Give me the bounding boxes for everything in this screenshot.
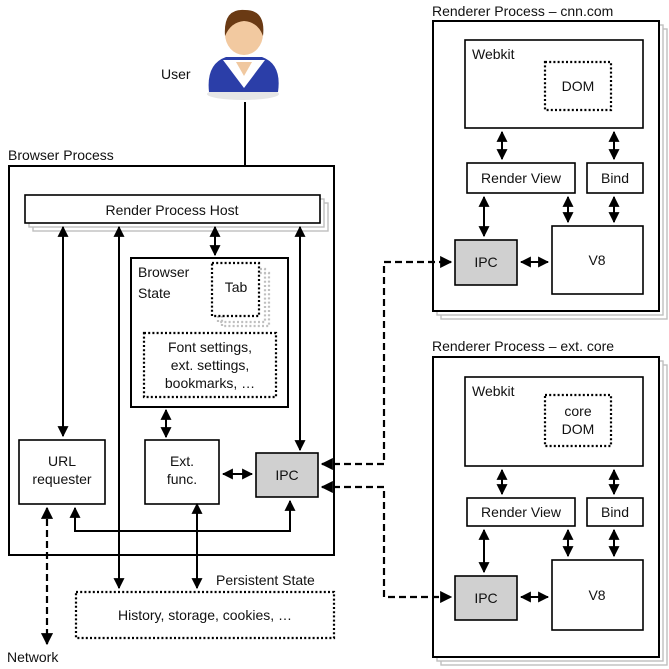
renderer-cnn-dom-box [543,60,613,112]
settings-line-2: ext. settings, [171,357,250,373]
renderer-ext-v8-box [551,559,644,631]
render-process-host-label: Render Process Host [105,202,238,218]
renderer-ext-dom-box [543,393,613,448]
ext-func-box [144,439,220,505]
renderer-ext-v8-label: V8 [588,587,605,603]
tab-box [210,261,261,318]
browser-ipc-label: IPC [275,467,298,483]
persistent-state-box [74,590,336,640]
persistent-state-title: Persistent State [216,572,315,588]
user-icon [207,9,279,100]
renderer-ext-dom-line-2: DOM [562,421,595,437]
renderer-cnn-title: Renderer Process – cnn.com [432,3,613,19]
renderer-cnn-webkit-label: Webkit [472,46,515,62]
renderer-ext-render-view-box [466,497,576,527]
renderer-ext-ipc-label: IPC [474,590,497,606]
renderer-ext-webkit-label: Webkit [472,383,515,399]
tab-label: Tab [225,279,248,295]
renderer-ext-dom-line-1: core [564,403,591,419]
user-label: User [161,66,191,82]
renderer-cnn-render-view-label: Render View [481,170,562,186]
renderer-ext-title: Renderer Process – ext. core [432,338,614,354]
url-requester-box [18,439,106,505]
renderer-ext-bind-box [586,497,644,527]
renderer-ext-render-view-label: Render View [481,504,562,520]
ext-func-line-2: func. [167,471,197,487]
url-requester-line-2: requester [32,471,91,487]
browser-state-label-1: Browser [138,264,190,280]
settings-line-1: Font settings, [168,339,252,355]
network-label: Network [7,649,59,665]
settings-box [142,331,278,399]
renderer-cnn-dom-label: DOM [562,78,595,94]
renderer-cnn-ipc-label: IPC [474,254,497,270]
renderer-cnn-v8-label: V8 [588,252,605,268]
renderer-ext-ipc-box [454,575,518,621]
browser-state-label-2: State [138,285,171,301]
settings-line-3: bookmarks, … [165,375,255,391]
render-process-host-box [24,194,321,224]
url-requester-line-1: URL [48,453,76,469]
ext-func-line-1: Ext. [170,453,194,469]
persistent-state-content: History, storage, cookies, … [118,607,292,623]
browser-ipc-box [255,452,319,498]
renderer-cnn-ipc-box [454,239,518,286]
browser-process-title: Browser Process [8,147,114,163]
renderer-cnn-bind-label: Bind [601,170,629,186]
renderer-cnn-render-view-box [466,162,576,194]
renderer-cnn-bind-box [586,162,644,194]
renderer-ext-bind-label: Bind [601,504,629,520]
renderer-cnn-v8-box [551,225,644,295]
